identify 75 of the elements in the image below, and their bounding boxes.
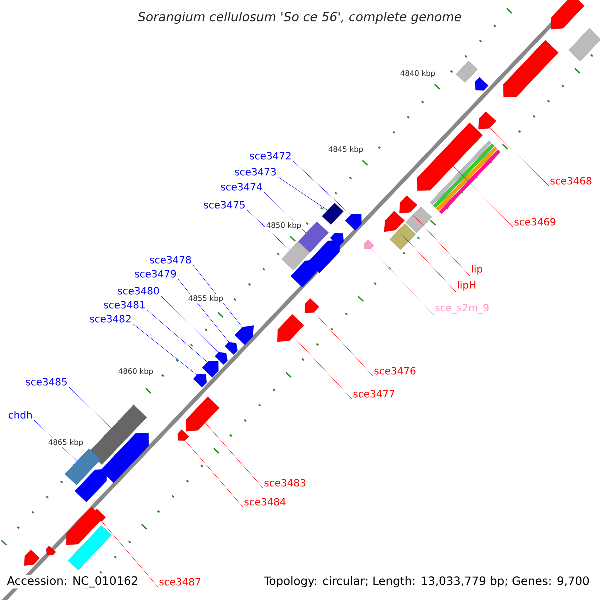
gene-feature <box>24 550 40 566</box>
gene-label: sce3483 <box>264 479 306 487</box>
leader-line <box>293 336 352 400</box>
leader-line <box>490 128 550 186</box>
genome-info: Topology: circular; Length: 13,033,779 bp; Genes: 9,700 <box>264 576 590 588</box>
gene-label: sce3481 <box>104 301 145 309</box>
gene-label: sce3480 <box>118 287 160 295</box>
leader-line <box>453 166 514 228</box>
leader-line <box>160 296 219 354</box>
gene-block <box>406 206 432 234</box>
gene-label: sce3475 <box>204 201 245 209</box>
leader-line <box>132 324 198 376</box>
gene-block <box>456 61 478 83</box>
gene-feature <box>345 214 362 231</box>
gene-feature <box>100 433 150 484</box>
gene-feature <box>503 40 559 98</box>
gene-feature <box>193 374 207 388</box>
gene-feature <box>400 196 418 214</box>
leader-line <box>102 521 158 588</box>
gene-label: lipH <box>458 281 476 291</box>
gene-block <box>68 526 112 570</box>
leader-line <box>292 160 352 216</box>
gene-feature <box>46 546 56 556</box>
gene-block <box>64 448 102 486</box>
gene-label: sce3484 <box>244 498 286 506</box>
gene-label: sce3477 <box>354 390 394 398</box>
gene-feature <box>278 314 304 342</box>
leader-line <box>278 176 328 211</box>
gene-feature <box>551 0 585 30</box>
gene-feature <box>225 342 238 355</box>
gene-block <box>88 405 148 465</box>
accession-label: Accession: NC_010162 <box>6 575 140 589</box>
gene-feature <box>234 326 254 346</box>
gene-feature <box>417 122 483 191</box>
gene-feature <box>384 211 405 232</box>
gene-block <box>390 224 416 250</box>
gene-label: sce3485 <box>26 378 67 386</box>
gene-feature <box>74 469 108 502</box>
leader-line <box>410 212 470 276</box>
gene-feature <box>66 507 104 546</box>
gene-feature <box>290 260 318 288</box>
leader-line <box>185 440 244 508</box>
gene-label: sce3482 <box>90 315 131 323</box>
gene-feature <box>478 112 496 130</box>
gene-feature <box>178 430 190 441</box>
leader-line <box>246 210 290 251</box>
gene-block <box>568 28 600 62</box>
gene-label: sce_s2m_9 <box>436 304 489 314</box>
gene-feature <box>308 240 340 274</box>
gene-label: sce3474 <box>221 183 262 191</box>
gene-label: sce3472 <box>250 152 291 160</box>
leader-line <box>370 248 434 316</box>
gene-label: sce3487 <box>160 578 200 586</box>
gene-label: sce3469 <box>514 218 556 226</box>
leader-line <box>68 386 112 429</box>
gene-feature <box>475 77 489 91</box>
gene-feature <box>215 352 228 365</box>
gene-feature <box>186 396 220 432</box>
leader-line <box>205 422 264 488</box>
gene-label: lip <box>472 265 483 275</box>
gene-block <box>282 242 310 270</box>
leader-line <box>396 228 456 292</box>
gene-label: sce3479 <box>135 270 176 278</box>
gene-label: chdh <box>8 411 32 419</box>
gene-label: sce3468 <box>550 177 592 185</box>
leader-line <box>314 312 374 376</box>
gene-block <box>322 203 344 225</box>
gene-label: sce3473 <box>235 168 276 176</box>
gene-label: sce3476 <box>374 367 416 375</box>
title: Sorangium cellulosum 'So ce 56', complete genome <box>138 12 462 24</box>
gene-feature <box>305 298 320 314</box>
gene-feature <box>202 361 219 378</box>
gene-label: sce3478 <box>150 256 192 264</box>
leader-line <box>146 310 208 363</box>
gene-feature <box>364 240 374 250</box>
